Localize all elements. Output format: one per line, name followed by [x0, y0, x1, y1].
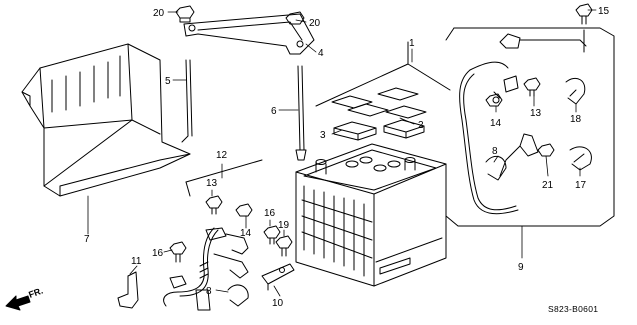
clip-17 — [569, 146, 592, 171]
flange-nut-left — [175, 5, 195, 23]
callout-4: 4 — [318, 48, 324, 59]
callout-9: 9 — [518, 262, 524, 273]
nut-14-right — [485, 93, 503, 107]
callout-17: 17 — [575, 180, 587, 191]
battery-setting-bolt-right — [295, 65, 307, 161]
callout-11: 11 — [131, 256, 142, 267]
sub-cable — [163, 227, 249, 311]
callout-14-right: 14 — [490, 118, 502, 129]
callout-2: 2 — [418, 120, 424, 131]
bracket-10 — [261, 263, 295, 291]
callout-16-left: 16 — [152, 248, 164, 259]
callout-1: 1 — [409, 38, 415, 49]
callout-21: 21 — [542, 180, 554, 191]
flange-nut-right — [285, 11, 305, 25]
front-direction-arrow-icon — [5, 295, 31, 311]
battery-tray — [21, 43, 191, 197]
clamp-8-left — [227, 284, 249, 307]
battery-setting-plate — [183, 13, 315, 55]
bolt-13-left — [205, 195, 223, 215]
callout-13-left: 13 — [206, 178, 218, 189]
diagram-code: S823-B0601 — [548, 304, 598, 314]
callout-13-right: 13 — [530, 108, 542, 119]
callout-10: 10 — [272, 298, 284, 309]
callout-20-left: 20 — [153, 8, 165, 19]
ground-cable — [459, 29, 587, 215]
callout-8-right: 8 — [492, 146, 498, 157]
bolt-16-center — [263, 225, 281, 245]
battery — [295, 143, 447, 287]
bracket-11 — [117, 271, 139, 309]
callout-12: 12 — [216, 150, 228, 161]
callout-3: 3 — [320, 130, 326, 141]
callout-15: 15 — [598, 6, 610, 17]
callout-14-left: 14 — [240, 228, 252, 239]
bolt-15 — [575, 3, 593, 25]
battery-area-outline — [315, 63, 451, 107]
front-direction-label: FR. — [27, 286, 44, 300]
sub-cable-outline — [185, 159, 263, 197]
callout-19: 19 — [278, 220, 290, 231]
bolt-19 — [275, 235, 293, 257]
bolt-13-right — [523, 77, 541, 97]
bolt-16-left — [169, 241, 187, 263]
cable-group-outline — [445, 27, 615, 227]
clamp-8-right — [485, 155, 507, 181]
callout-20-right: 20 — [309, 18, 321, 29]
callout-8-left: 8 — [206, 286, 212, 297]
callout-7: 7 — [84, 234, 90, 245]
battery-label-set — [331, 87, 427, 141]
leader-lines — [87, 9, 597, 297]
callout-18: 18 — [570, 114, 582, 125]
nut-21 — [537, 143, 555, 157]
callout-5: 5 — [165, 76, 171, 87]
battery-setting-bolt-left — [181, 59, 193, 143]
part-callouts: 20 20 15 4 5 6 1 2 3 7 12 13 14 16 16 19… — [84, 6, 610, 309]
nut-14-left — [235, 203, 253, 217]
callout-16-center: 16 — [264, 208, 276, 219]
clip-18 — [565, 78, 586, 105]
callout-6: 6 — [271, 106, 277, 117]
